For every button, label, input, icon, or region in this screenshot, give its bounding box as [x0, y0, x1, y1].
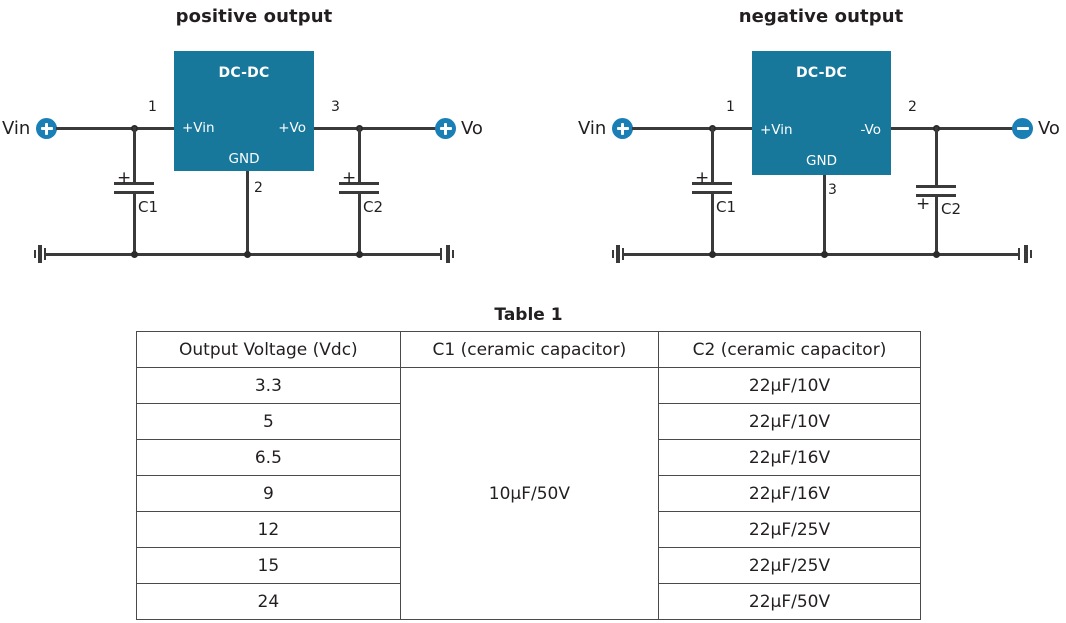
vin-terminal-plus-icon: [36, 118, 57, 139]
cell-output-voltage: 12: [136, 511, 401, 548]
capacitor-selection-table: Output Voltage (Vdc) C1 (ceramic capacit…: [136, 331, 922, 620]
cell-output-voltage: 6.5: [136, 439, 401, 476]
cell-output-voltage: 5: [136, 403, 401, 440]
pin-label-vout-neg: -Vo: [860, 122, 881, 138]
capacitor-c2-plus-marker: +: [342, 168, 357, 188]
wire-chip-to-vo: [314, 127, 440, 130]
wire-c1-top-neg: [711, 127, 714, 182]
negative-diagram-title: negative output: [738, 6, 904, 27]
cell-c2-value: 22µF/25V: [657, 547, 922, 584]
wire-c2-top-neg: [935, 127, 938, 185]
pin-label-vout: +Vo: [278, 120, 306, 136]
vin-terminal-label-neg: Vin: [578, 118, 607, 139]
column-header-c1: C1 (ceramic capacitor): [399, 331, 659, 368]
wire-c1-bottom: [133, 191, 136, 255]
cell-c2-value: 22µF/10V: [657, 367, 922, 404]
cell-output-voltage: 3.3: [136, 367, 401, 404]
capacitor-c1-plus-marker: +: [117, 168, 132, 188]
column-header-output-voltage: Output Voltage (Vdc): [136, 331, 401, 368]
cell-c2-value: 22µF/16V: [657, 439, 922, 476]
pin-label-vin: +Vin: [182, 120, 215, 136]
node-gnd-c1-neg: [709, 251, 716, 258]
pin-number-2: 2: [254, 180, 263, 196]
vin-terminal-label: Vin: [2, 118, 31, 139]
node-gnd-c1: [131, 251, 138, 258]
vin-terminal-plus-icon-neg: [612, 118, 633, 139]
pin-number-2-neg: 2: [908, 99, 917, 115]
vo-terminal-label: Vo: [461, 118, 483, 139]
capacitor-c1-plus-marker-neg: +: [695, 168, 710, 188]
wire-c2-top: [358, 127, 361, 182]
dcdc-converter-block-negative: DC-DC +Vin -Vo GND: [752, 51, 891, 175]
wire-vin-to-chip-neg: [632, 127, 754, 130]
table-row: 15 22µF/25V: [136, 547, 922, 584]
wire-vin-to-chip: [56, 127, 176, 130]
ground-symbol-left-neg: [612, 243, 628, 265]
capacitor-c1-label: C1: [138, 198, 159, 216]
capacitor-c2-label: C2: [363, 198, 384, 216]
wire-gnd-pin: [246, 171, 249, 255]
dcdc-chip-label: DC-DC: [218, 65, 270, 81]
pin-label-vin-neg: +Vin: [760, 122, 793, 138]
vo-terminal-minus-icon: [1012, 118, 1033, 139]
node-gnd-c2: [356, 251, 363, 258]
capacitor-c2-label-neg: C2: [941, 200, 962, 218]
node-gnd-pin3-neg: [821, 251, 828, 258]
vo-terminal-label-neg: Vo: [1038, 118, 1060, 139]
ground-symbol-right-neg: [1018, 243, 1034, 265]
table-row: 9 22µF/16V: [136, 475, 922, 512]
pin-number-3-neg: 3: [828, 182, 837, 198]
column-header-c2: C2 (ceramic capacitor): [657, 331, 922, 368]
cell-output-voltage: 15: [136, 547, 401, 584]
table-row: 6.5 22µF/16V: [136, 439, 922, 476]
wire-chip-to-vo-neg: [891, 127, 1018, 130]
wire-c2-bottom-neg: [935, 194, 938, 255]
pin-number-1: 1: [148, 99, 157, 115]
vo-terminal-plus-icon: [435, 118, 456, 139]
capacitor-c2-plus-marker-neg: +: [916, 194, 931, 214]
cell-c2-value: 22µF/16V: [657, 475, 922, 512]
node-gnd-pin2: [244, 251, 251, 258]
dcdc-chip-label-neg: DC-DC: [796, 65, 847, 81]
cell-c2-value: 22µF/10V: [657, 403, 922, 440]
node-gnd-c2-neg: [933, 251, 940, 258]
capacitor-c1-label-neg: C1: [716, 198, 737, 216]
wire-gnd-pin-neg: [823, 175, 826, 255]
positive-diagram-title: positive output: [175, 6, 333, 27]
wire-c1-top: [133, 127, 136, 182]
cell-output-voltage: 9: [136, 475, 401, 512]
table-title: Table 1: [494, 305, 563, 325]
pin-label-gnd: GND: [228, 151, 260, 167]
cell-c1-value: 10µF/50V: [399, 367, 659, 620]
cell-c2-value: 22µF/25V: [657, 511, 922, 548]
ground-symbol-right: [440, 243, 456, 265]
table-row: 24 22µF/50V: [136, 583, 922, 620]
table-row: 5 22µF/10V: [136, 403, 922, 440]
table-row: 12 22µF/25V: [136, 511, 922, 548]
pin-number-1-neg: 1: [726, 99, 735, 115]
pin-label-gnd-neg: GND: [806, 153, 837, 169]
cell-c2-value: 22µF/50V: [657, 583, 922, 620]
pin-number-3: 3: [331, 99, 340, 115]
dcdc-converter-block-positive: DC-DC +Vin +Vo GND: [174, 51, 314, 171]
ground-symbol-left: [34, 243, 50, 265]
cell-output-voltage: 24: [136, 583, 401, 620]
table-header-row: Output Voltage (Vdc) C1 (ceramic capacit…: [136, 331, 922, 368]
wire-c2-bottom: [358, 191, 361, 255]
wire-c1-bottom-neg: [711, 191, 714, 255]
